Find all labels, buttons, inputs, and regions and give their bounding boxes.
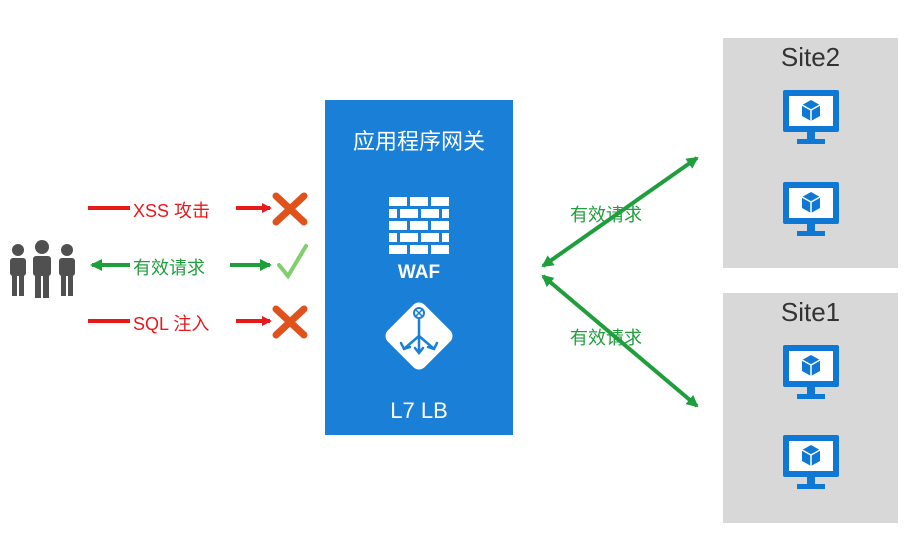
xss-attack-label: XSS 攻击	[133, 201, 211, 221]
site2-box: Site2	[723, 38, 898, 268]
l7-lb-label: L7 LB	[390, 398, 448, 423]
gateway-title: 应用程序网关	[352, 129, 485, 154]
vm-monitor-icon	[783, 435, 839, 489]
backend-valid-label-bottom: 有效请求	[570, 328, 642, 348]
backend-arrow-bottom	[541, 274, 699, 408]
vm-monitor-icon	[783, 345, 839, 399]
vm-monitor-icon	[783, 182, 839, 236]
sql-injection-label: SQL 注入	[133, 314, 210, 334]
site1-label: Site1	[780, 297, 841, 327]
vm-monitor-icon	[783, 90, 839, 144]
load-balancer-icon	[385, 302, 453, 370]
application-gateway: 应用程序网关 WAF	[325, 100, 513, 435]
backend-valid-label-top: 有效请求	[570, 205, 642, 225]
blocked-x-icon	[272, 192, 308, 226]
users-icon	[10, 240, 75, 298]
blocked-x-icon	[272, 305, 308, 339]
valid-request-label: 有效请求	[133, 258, 205, 278]
waf-label: WAF	[397, 262, 441, 283]
site1-box: Site1	[723, 293, 898, 523]
backend-arrow-top	[541, 156, 699, 268]
firewall-icon	[389, 197, 449, 254]
check-icon	[277, 244, 308, 280]
site2-label: Site2	[780, 42, 841, 72]
